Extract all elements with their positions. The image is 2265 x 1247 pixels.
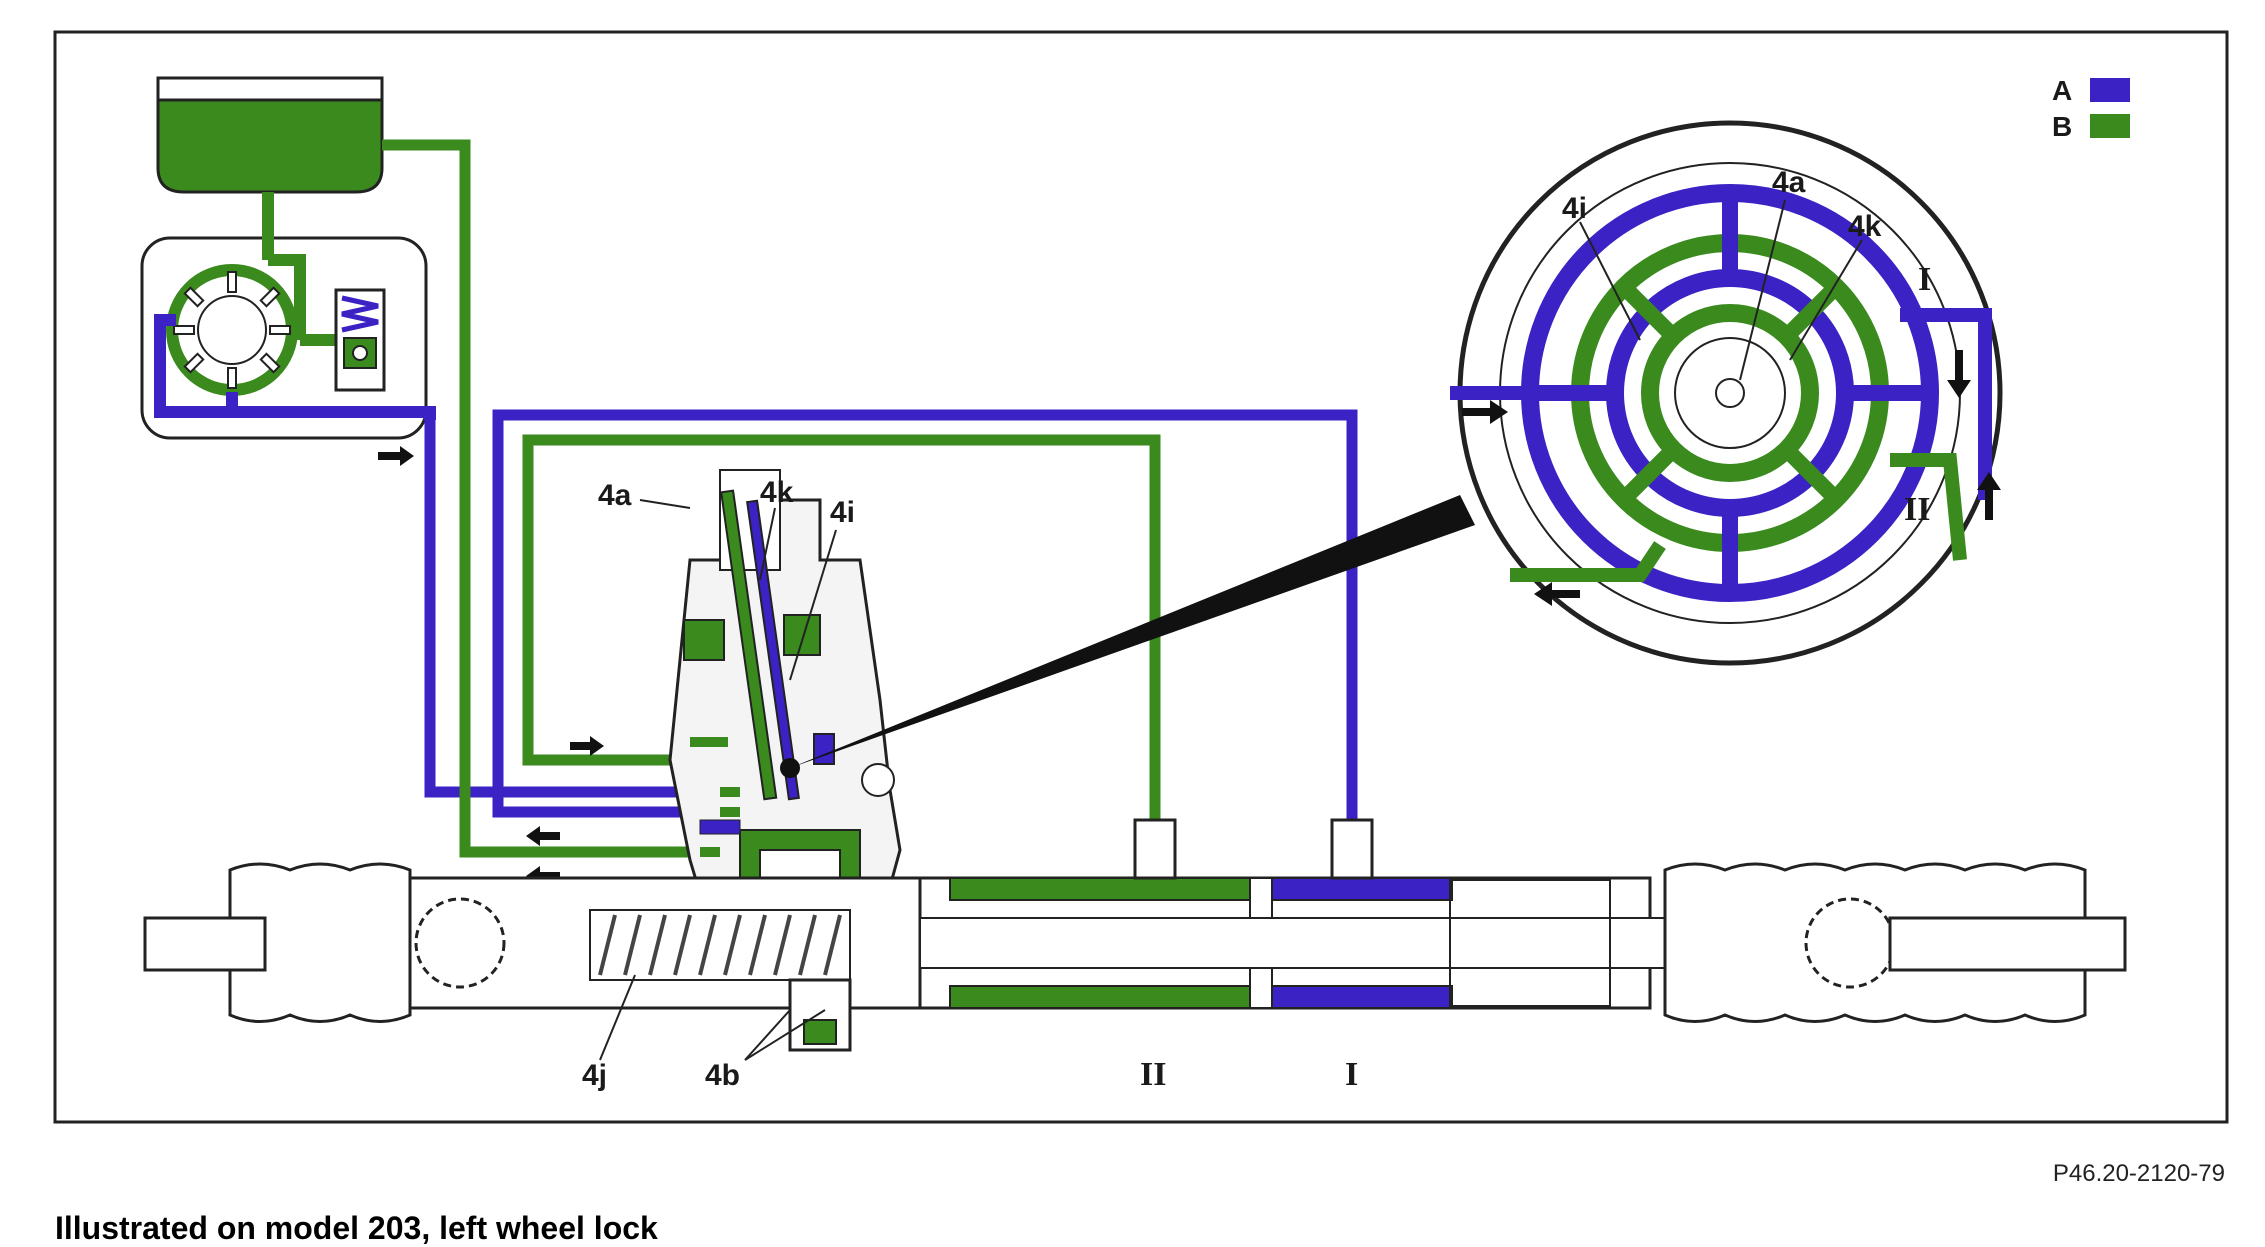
legend-key-b: B <box>2052 111 2072 142</box>
power-cylinder <box>918 876 1701 1010</box>
legend-swatch-a <box>2090 78 2130 102</box>
label-4a: 4a <box>598 479 632 512</box>
detail-label-4i: 4i <box>1562 192 1587 225</box>
bellows-boot-left <box>143 862 506 1023</box>
detail-label-i: I <box>1918 261 1931 298</box>
valve-port-stubs <box>690 737 740 857</box>
reservoir-to-pump-line <box>262 192 306 340</box>
cylinder-line-i <box>492 409 1358 880</box>
label-4j: 4j <box>582 1059 607 1092</box>
legend-key-a: A <box>2052 75 2072 106</box>
detail-pointer <box>790 495 1475 768</box>
leader-lines <box>599 199 1863 1061</box>
label-chamber-i: I <box>1345 1056 1358 1093</box>
detail-flow-arrow-icon <box>1462 350 2001 606</box>
figure-caption: Illustrated on model 203, left wheel loc… <box>55 1210 658 1246</box>
label-4k: 4k <box>760 476 794 509</box>
reservoir <box>156 76 384 194</box>
label-chamber-ii: II <box>1140 1056 1166 1093</box>
diagram-border <box>53 30 2229 1124</box>
vane-pump-icon <box>166 264 298 396</box>
detail-label-ii: II <box>1904 491 1930 528</box>
rotary-valve-housing <box>668 469 902 962</box>
detail-line-i <box>1450 308 1992 500</box>
detail-line-ii <box>1510 453 1967 582</box>
cylinder-line-ii <box>522 434 1161 880</box>
figure-reference-code: P46.20-2120-79 <box>2052 1160 2225 1187</box>
port-fitting-icon <box>1133 818 1374 880</box>
detail-label-4a: 4a <box>1772 166 1806 199</box>
pressure-supply-line <box>372 406 720 798</box>
legend-swatch-b <box>2090 114 2130 138</box>
pressure-relief-valve-icon <box>334 288 386 392</box>
bellows-boot-right <box>1663 862 2127 1023</box>
legend: A B <box>2052 75 2130 142</box>
label-4b: 4b <box>705 1059 740 1092</box>
flow-arrow-icon <box>378 446 604 886</box>
detail-label-4k: 4k <box>1848 210 1882 243</box>
label-4i: 4i <box>830 496 855 529</box>
return-line <box>382 139 700 858</box>
